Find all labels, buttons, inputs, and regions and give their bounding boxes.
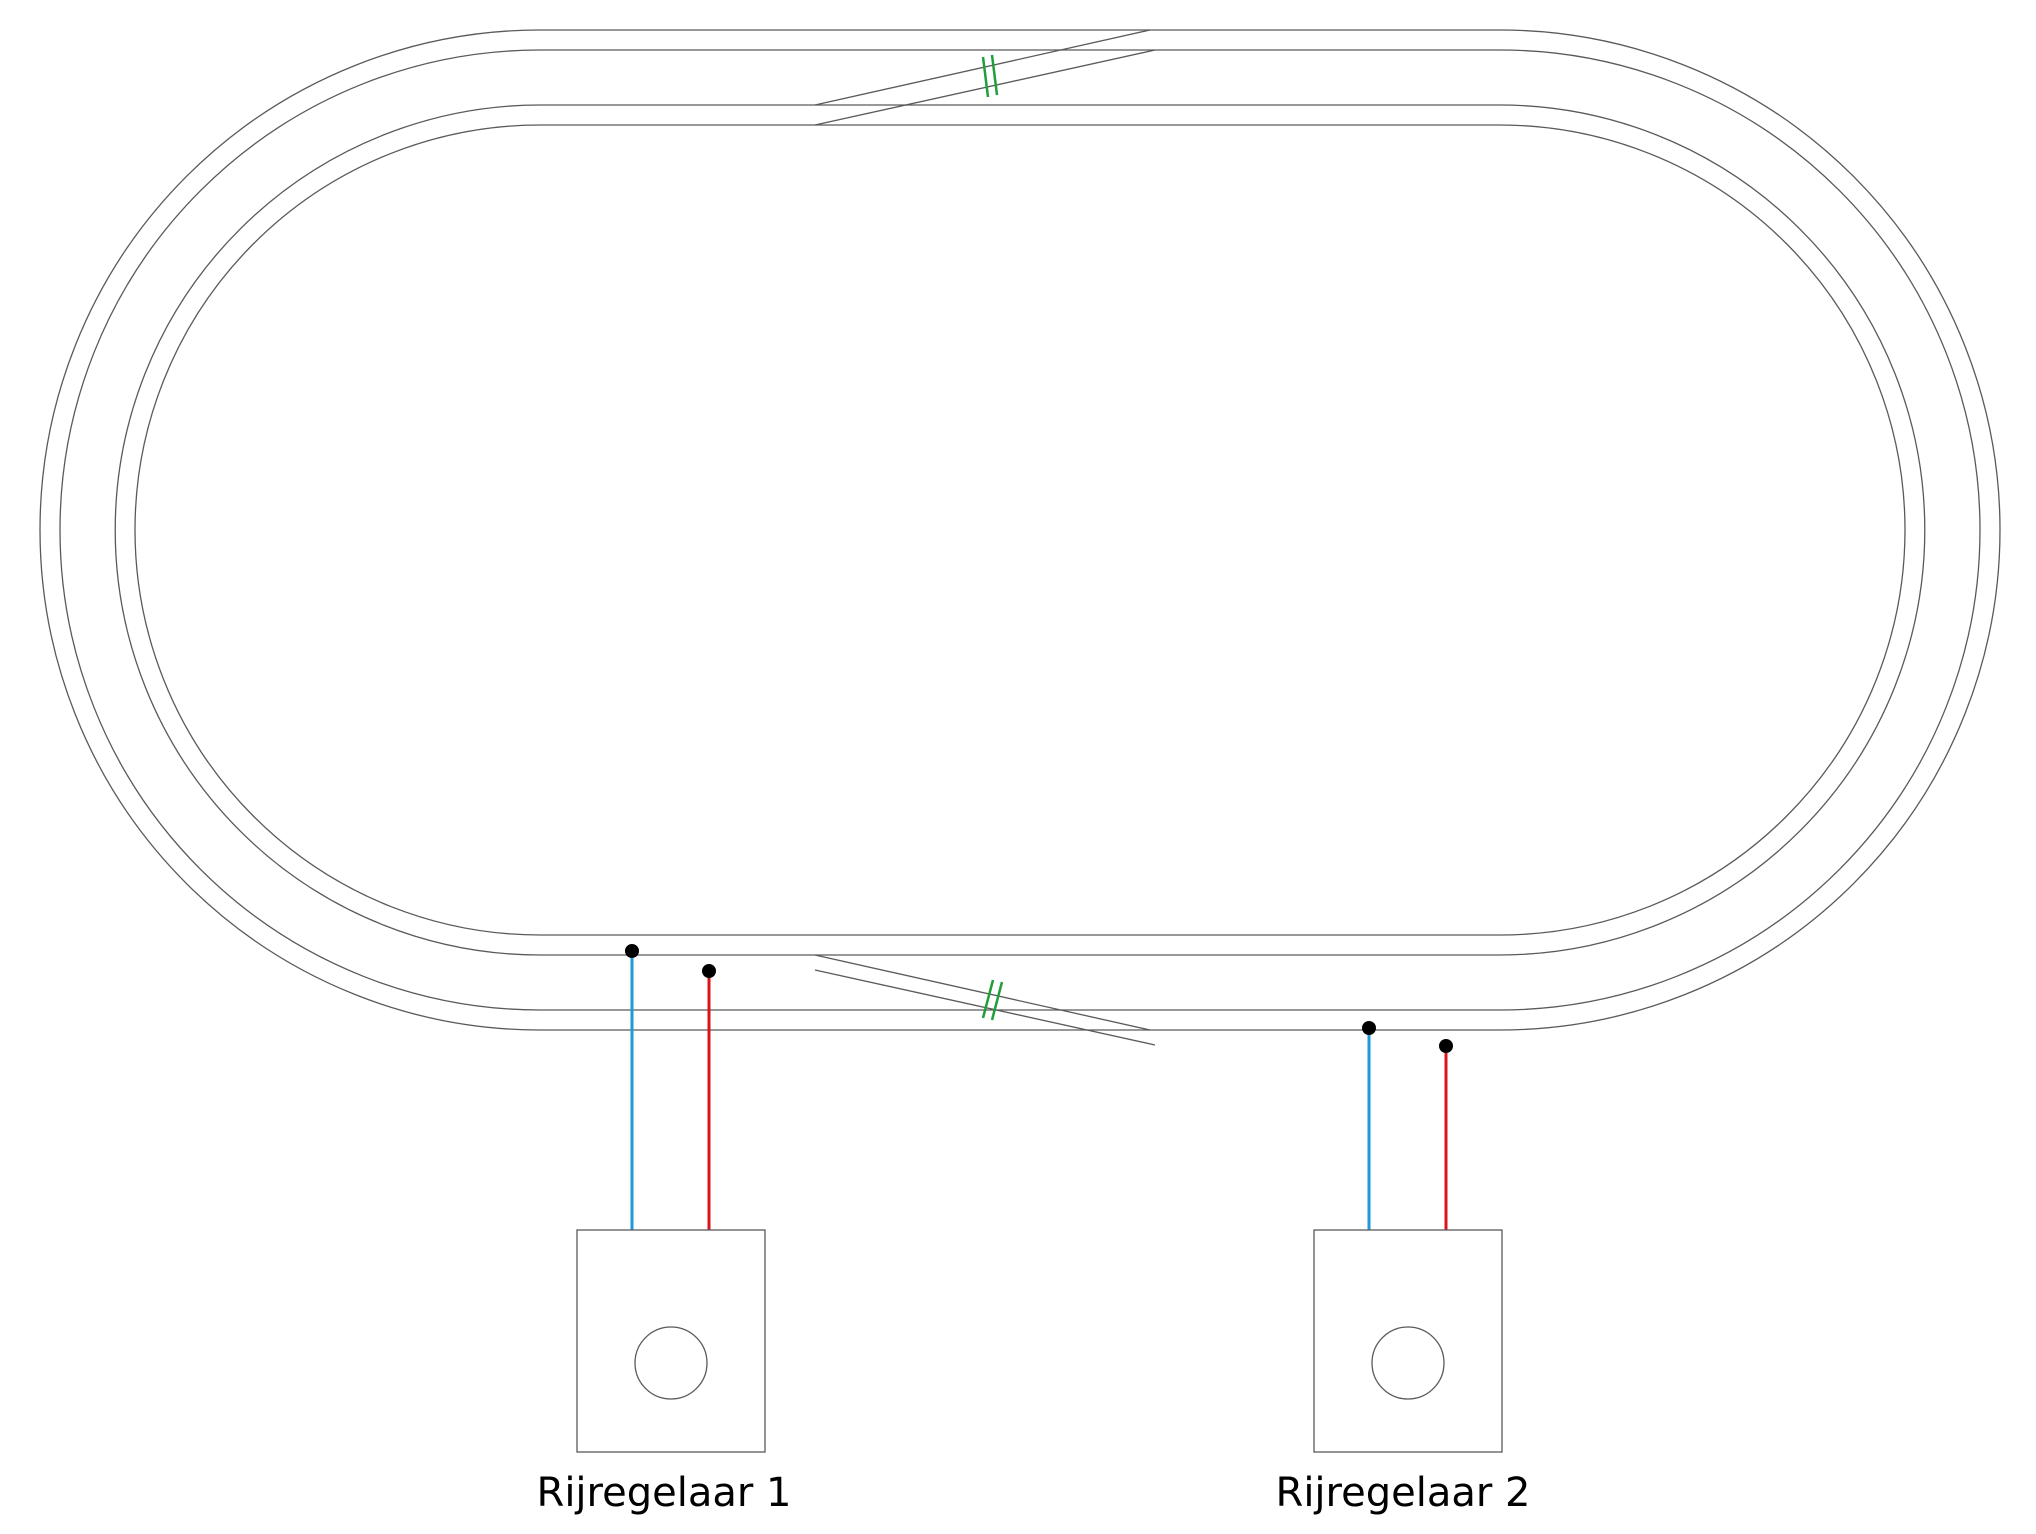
controller-2-knob[interactable]: [1371, 1326, 1445, 1400]
top-crossover-rail-b: [814, 49, 1156, 126]
controller-1-red-connection-point: [702, 964, 716, 978]
inner-track-outer-rail: [114, 104, 1926, 956]
controller-2-red-connection-point: [1439, 1039, 1453, 1053]
controller-2-blue-connection-point: [1362, 1021, 1376, 1035]
controller-1-knob[interactable]: [634, 1326, 708, 1400]
top-insulator-mark: [981, 54, 999, 98]
inner-track-inner-rail: [134, 124, 1906, 936]
controller-1-label: Rijregelaar 1: [536, 1470, 792, 1516]
controller-2-label: Rijregelaar 2: [1275, 1470, 1531, 1516]
controller-1-blue-connection-point: [625, 944, 639, 958]
bottom-crossover-rail-a: [814, 954, 1151, 1031]
outer-track-outer-rail: [39, 29, 2001, 1031]
bottom-insulator-mark: [981, 979, 1004, 1021]
top-crossover-rail-a: [814, 29, 1151, 106]
outer-track-inner-rail: [59, 49, 1981, 1011]
